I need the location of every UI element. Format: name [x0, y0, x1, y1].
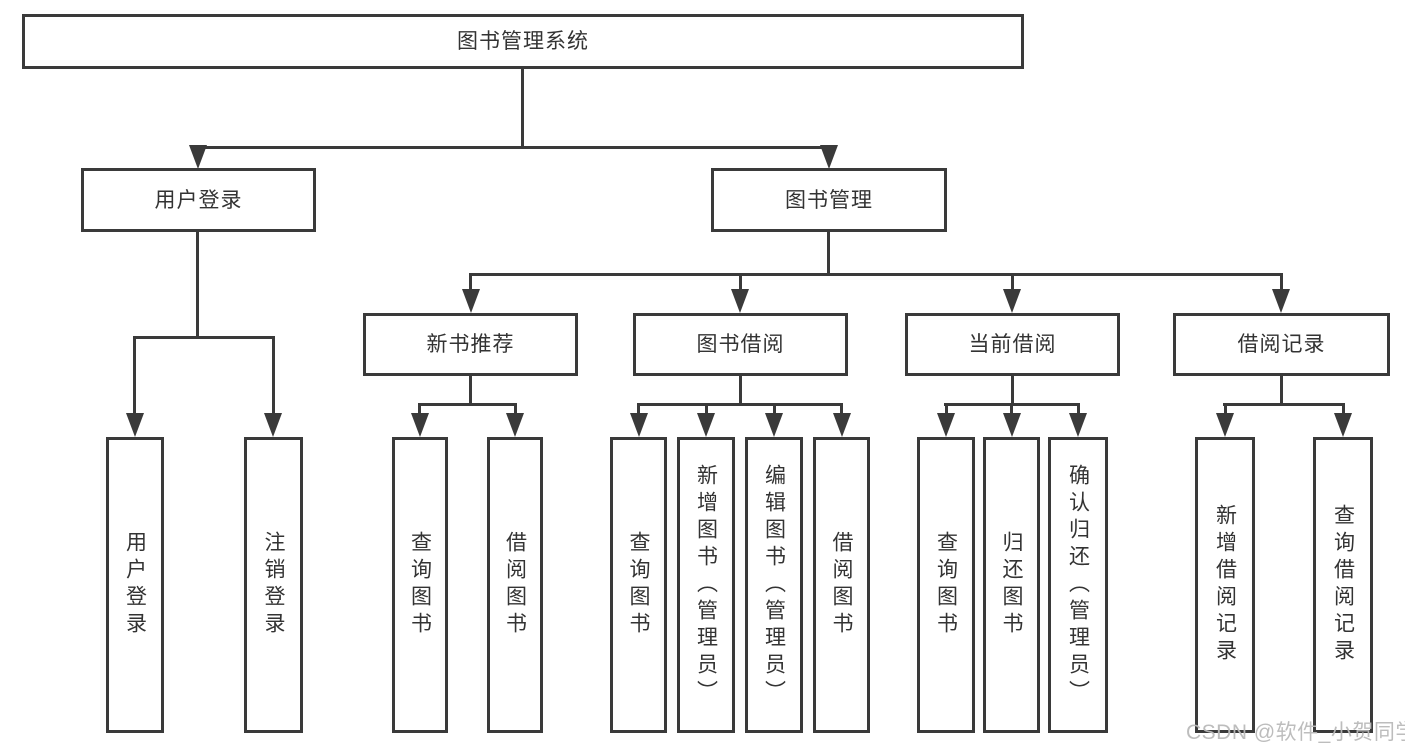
arrowhead	[1069, 413, 1087, 437]
connector-line	[1011, 375, 1014, 406]
node-new-book-recommend: 新书推荐	[363, 313, 578, 376]
connector-line	[196, 232, 199, 339]
arrowhead	[731, 289, 749, 313]
connector-line	[418, 403, 517, 406]
leaf-borrow-book-1-label: 借阅图书	[503, 531, 527, 639]
leaf-confirm-return-admin-label: 确认归还（管理员）	[1066, 463, 1090, 707]
connector-line	[1224, 403, 1227, 415]
connector-line	[1280, 375, 1283, 406]
leaf-borrow-book-2: 借阅图书	[813, 437, 870, 733]
arrowhead	[937, 413, 955, 437]
node-root-label: 图书管理系统	[457, 30, 589, 53]
connector-line	[1010, 403, 1013, 415]
connector-line	[1077, 403, 1080, 415]
node-user-login-label: 用户登录	[154, 188, 243, 212]
arrowhead	[697, 413, 715, 437]
arrowhead	[411, 413, 429, 437]
leaf-query-borrow-record: 查询借阅记录	[1313, 437, 1373, 733]
node-root: 图书管理系统	[22, 14, 1024, 69]
connector-line	[469, 375, 472, 406]
connector-line	[637, 403, 640, 415]
connector-line	[469, 273, 1283, 276]
arrowhead	[462, 289, 480, 313]
leaf-borrow-book-1: 借阅图书	[487, 437, 543, 733]
arrowhead	[820, 145, 838, 169]
node-current-borrow: 当前借阅	[905, 313, 1120, 376]
arrowhead	[126, 413, 144, 437]
leaf-add-borrow-record-label: 新增借阅记录	[1213, 504, 1237, 666]
arrowhead	[833, 413, 851, 437]
leaf-logout: 注销登录	[244, 437, 303, 733]
leaf-confirm-return-admin: 确认归还（管理员）	[1048, 437, 1108, 733]
leaf-edit-book-admin: 编辑图书（管理员）	[745, 437, 803, 733]
leaf-query-book-2: 查询图书	[610, 437, 667, 733]
connector-line	[514, 403, 517, 415]
leaf-query-book-2-label: 查询图书	[627, 531, 650, 639]
leaf-query-borrow-record-label: 查询借阅记录	[1331, 504, 1355, 666]
node-new-book-recommend-label: 新书推荐	[426, 333, 515, 356]
node-current-borrow-label: 当前借阅	[968, 333, 1057, 356]
leaf-return-book-label: 归还图书	[1000, 531, 1023, 639]
node-borrow-record: 借阅记录	[1173, 313, 1390, 376]
connector-line	[1223, 403, 1345, 406]
leaf-add-book-admin: 新增图书（管理员）	[677, 437, 735, 733]
leaf-add-borrow-record: 新增借阅记录	[1195, 437, 1255, 733]
connector-line	[133, 336, 136, 415]
node-user-login: 用户登录	[81, 168, 316, 232]
node-book-borrow-label: 图书借阅	[696, 333, 785, 356]
arrowhead	[264, 413, 282, 437]
node-book-management-label: 图书管理	[785, 188, 873, 212]
leaf-user-login-label: 用户登录	[123, 531, 147, 639]
connector-line	[1342, 403, 1345, 415]
connector-line	[418, 403, 421, 415]
connector-line	[739, 375, 742, 406]
arrowhead	[1216, 413, 1234, 437]
connector-line	[521, 69, 524, 149]
connector-line	[469, 273, 472, 291]
node-book-management: 图书管理	[711, 168, 947, 232]
leaf-return-book: 归还图书	[983, 437, 1040, 733]
connector-line	[1011, 273, 1014, 291]
leaf-edit-book-admin-label: 编辑图书（管理员）	[762, 463, 786, 707]
connector-line	[637, 403, 843, 406]
connector-line	[272, 336, 275, 415]
node-borrow-record-label: 借阅记录	[1237, 333, 1326, 356]
leaf-add-book-admin-label: 新增图书（管理员）	[694, 463, 718, 707]
arrowhead	[1334, 413, 1352, 437]
arrowhead	[1003, 289, 1021, 313]
connector-line	[840, 403, 843, 415]
connector-line	[197, 146, 831, 149]
leaf-query-book-1: 查询图书	[392, 437, 448, 733]
arrowhead	[630, 413, 648, 437]
arrowhead	[506, 413, 524, 437]
connector-line	[739, 273, 742, 291]
connector-line	[827, 232, 830, 276]
leaf-query-book-3-label: 查询图书	[934, 531, 958, 639]
connector-line	[133, 336, 275, 339]
leaf-logout-label: 注销登录	[262, 531, 285, 639]
csdn-watermark: CSDN @软件_小贺同学	[1186, 721, 1405, 744]
connector-line	[1280, 273, 1283, 291]
leaf-borrow-book-2-label: 借阅图书	[830, 531, 853, 639]
node-book-borrow: 图书借阅	[633, 313, 848, 376]
leaf-query-book-1-label: 查询图书	[408, 531, 432, 639]
leaf-query-book-3: 查询图书	[917, 437, 975, 733]
arrowhead	[189, 145, 207, 169]
leaf-user-login: 用户登录	[106, 437, 164, 733]
arrowhead	[1272, 289, 1290, 313]
arrowhead	[1003, 413, 1021, 437]
connector-line	[773, 403, 776, 415]
connector-line	[945, 403, 948, 415]
connector-line	[705, 403, 708, 415]
arrowhead	[765, 413, 783, 437]
